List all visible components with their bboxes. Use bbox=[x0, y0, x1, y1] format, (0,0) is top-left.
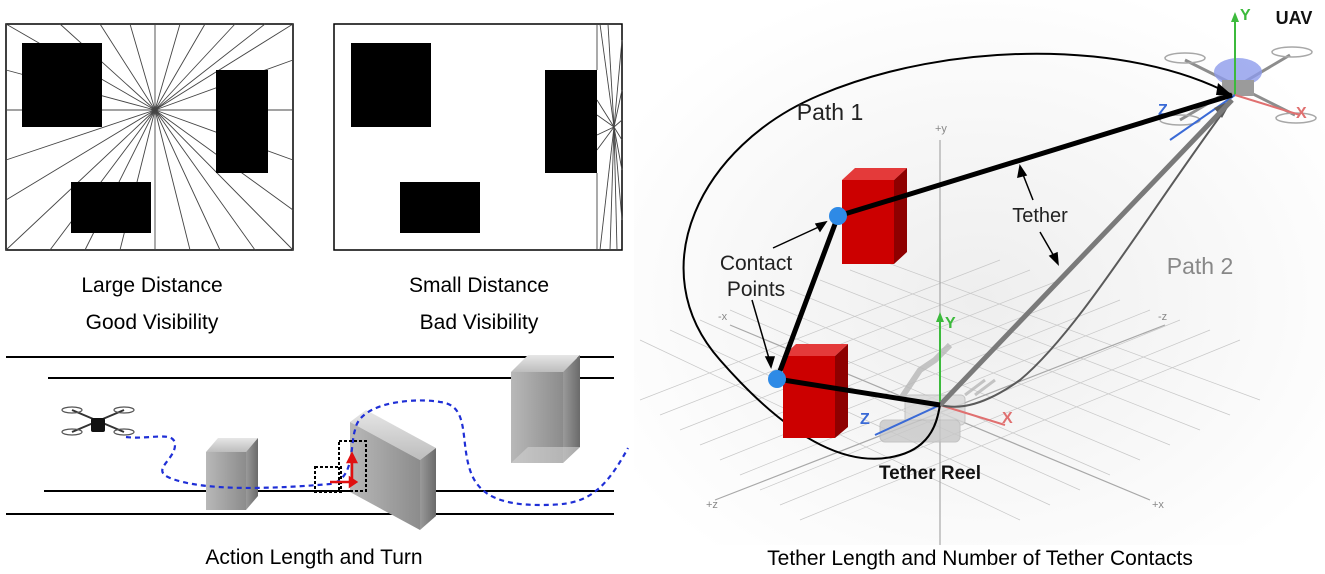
uav-axes: Y Z X bbox=[1158, 7, 1307, 141]
path-2-label: Path 2 bbox=[1167, 253, 1234, 279]
action-box bbox=[314, 466, 342, 493]
obstacle bbox=[400, 182, 480, 233]
uav-axis-x: X bbox=[1296, 105, 1307, 122]
contact-arrows bbox=[751, 220, 828, 370]
path-1-arrowhead bbox=[1216, 83, 1232, 95]
grid-label-neg-z: -z bbox=[1158, 311, 1167, 323]
obstacle-box bbox=[350, 410, 436, 530]
visibility-rays bbox=[5, 23, 294, 251]
contact-label-line1: Contact bbox=[720, 252, 793, 275]
contact-point bbox=[768, 370, 786, 388]
path-2-curve bbox=[939, 99, 1233, 408]
caption-action: Action Length and Turn bbox=[205, 546, 422, 569]
reel-axis-z: Z bbox=[860, 411, 870, 428]
straight-tether bbox=[938, 98, 1234, 407]
obstacle bbox=[22, 43, 102, 127]
visibility-panel-large-distance: Large Distance Good Visibility bbox=[5, 23, 294, 334]
action-box bbox=[338, 440, 367, 492]
reel-axis-x: X bbox=[1002, 410, 1013, 427]
tether-label: Tether bbox=[1012, 205, 1068, 227]
tether-panel: +y -x -z +x +z bbox=[634, 0, 1325, 570]
caption-tether: Tether Length and Number of Tether Conta… bbox=[767, 547, 1193, 570]
uav-axis-y: Y bbox=[1240, 7, 1251, 24]
grid-label-pos-x: +x bbox=[1152, 499, 1164, 511]
caption-distance: Large Distance bbox=[81, 274, 222, 297]
path-1-label: Path 1 bbox=[797, 99, 864, 125]
contact-point bbox=[829, 207, 847, 225]
turn-arrows bbox=[330, 451, 359, 489]
reel-axes: Y Z X bbox=[860, 312, 1013, 436]
grid-label-pos-z: +z bbox=[706, 499, 718, 511]
drone-icon bbox=[61, 406, 135, 436]
obstacle bbox=[545, 70, 597, 173]
caption-visibility: Bad Visibility bbox=[420, 311, 539, 334]
path-1-curve bbox=[682, 52, 1233, 460]
obstacle-red-box-upper bbox=[842, 168, 907, 264]
caption-distance: Small Distance bbox=[409, 274, 549, 297]
uav-path bbox=[125, 399, 629, 507]
visibility-rays bbox=[596, 23, 623, 251]
uav-label: UAV bbox=[1276, 8, 1313, 28]
obstacle-box bbox=[511, 355, 580, 463]
reel-axis-y: Y bbox=[945, 315, 956, 332]
caption-visibility: Good Visibility bbox=[86, 311, 219, 334]
tether-label-arrows bbox=[1017, 164, 1059, 266]
obstacle bbox=[71, 182, 151, 233]
obstacle bbox=[351, 43, 431, 127]
contact-label-line2: Points bbox=[727, 278, 785, 301]
grid-label-neg-x: -x bbox=[718, 311, 728, 323]
grid-axis-labels: +y -x -z +x +z bbox=[706, 123, 1167, 511]
scene-background bbox=[634, 0, 1325, 545]
grid-label-pos-y: +y bbox=[935, 123, 947, 135]
uav-axis-z: Z bbox=[1158, 102, 1168, 119]
obstacle bbox=[216, 70, 268, 173]
obstacle-box bbox=[206, 438, 258, 510]
visibility-panel-small-distance: Small Distance Bad Visibility bbox=[333, 23, 623, 334]
tether-reel-label: Tether Reel bbox=[879, 463, 981, 484]
action-panel: Action Length and Turn bbox=[6, 355, 629, 569]
